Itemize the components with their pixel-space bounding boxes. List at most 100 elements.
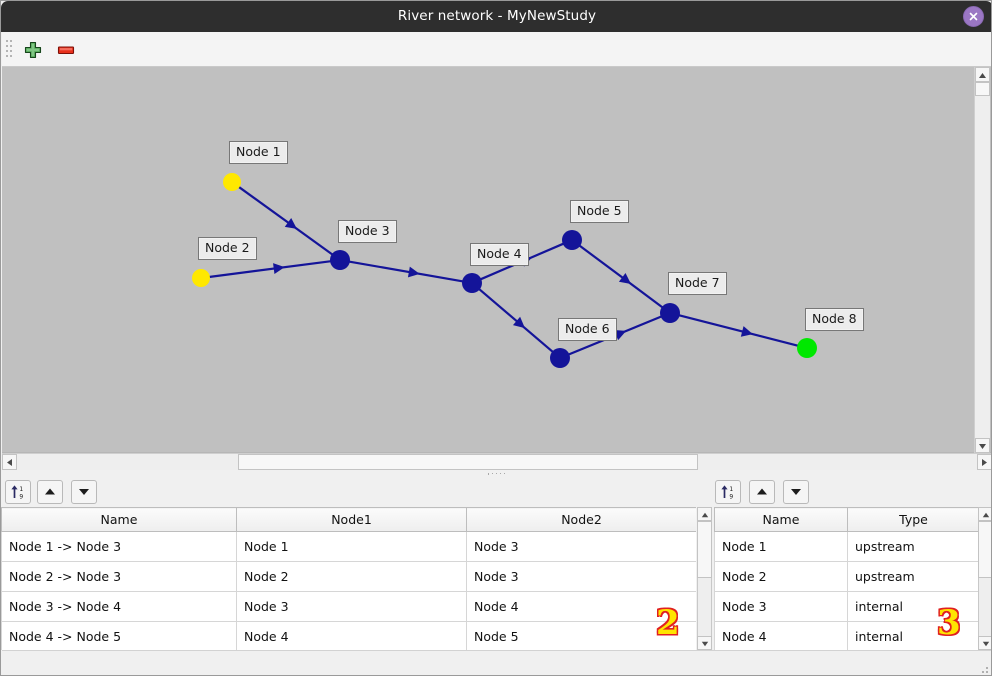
main-toolbar (2, 32, 991, 67)
cell-name[interactable]: Node 4 (714, 621, 848, 650)
scroll-left-arrow[interactable] (2, 454, 17, 470)
nodes-scroll-down-arrow[interactable] (978, 636, 991, 650)
graph-node-node5[interactable] (562, 230, 582, 250)
close-icon[interactable] (963, 6, 984, 27)
graph-node-node8[interactable] (797, 338, 817, 358)
column-header-node1[interactable]: Node1 (236, 507, 467, 532)
cell-node1[interactable]: Node 4 (236, 621, 467, 650)
nodes-move-down-button[interactable] (783, 480, 809, 504)
edge-Node2-to-Node3[interactable] (208, 260, 332, 279)
network-canvas[interactable]: Node 1 Node 2 Node 3 Node 4 Node 5 Node 6 Node… (2, 67, 991, 453)
node-label-node1[interactable]: Node 1 (229, 141, 288, 164)
reaches-scroll-up-arrow[interactable] (697, 507, 712, 521)
nodes-move-up-button[interactable] (749, 480, 775, 504)
column-header-node2[interactable]: Node2 (466, 507, 696, 532)
canvas-vertical-scrollbar[interactable] (974, 67, 990, 453)
graph-node-node2[interactable] (192, 269, 210, 287)
edge-Node5-to-Node7[interactable] (578, 244, 664, 309)
panel-splitter[interactable] (2, 470, 991, 478)
toolbar-drag-handle[interactable] (6, 40, 12, 59)
scroll-up-arrow[interactable] (975, 67, 990, 82)
cell-name[interactable]: Node 3 -> Node 4 (1, 591, 237, 622)
canvas-vscroll-thumb[interactable] (975, 82, 990, 96)
node-label-node3[interactable]: Node 3 (338, 220, 397, 243)
cell-node1[interactable]: Node 2 (236, 561, 467, 592)
node-label-node6[interactable]: Node 6 (558, 318, 617, 341)
reaches-move-up-button[interactable] (37, 480, 63, 504)
cell-node1[interactable]: Node 3 (236, 591, 467, 622)
reaches-toolbar: 1 9 (1, 478, 712, 507)
column-header-name[interactable]: Name (714, 507, 848, 532)
network-graph (192, 173, 817, 368)
edge-Node1-to-Node3[interactable] (237, 185, 334, 256)
edge-arrowhead (284, 217, 297, 229)
cell-node2[interactable]: Node 3 (466, 561, 696, 592)
reaches-sort-button[interactable]: 1 9 (5, 480, 31, 504)
cell-type[interactable]: upstream (847, 531, 979, 562)
title-bar: River network - MyNewStudy (1, 1, 991, 32)
nodes-vscroll-thumb[interactable] (978, 521, 991, 578)
graph-node-node6[interactable] (550, 348, 570, 368)
canvas-horizontal-scrollbar[interactable] (2, 453, 991, 470)
cell-node2[interactable]: Node 5 (466, 621, 696, 650)
graph-node-node1[interactable] (223, 173, 241, 191)
edge-arrowhead (407, 266, 420, 278)
cell-type[interactable]: upstream (847, 561, 979, 592)
cell-name[interactable]: Node 2 (714, 561, 848, 592)
scroll-down-arrow[interactable] (975, 438, 990, 453)
edge-Node4-to-Node6[interactable] (478, 288, 554, 353)
edge-Node3-to-Node4[interactable] (348, 260, 464, 283)
node-label-node7[interactable]: Node 7 (668, 272, 727, 295)
reaches-scroll-down-arrow[interactable] (697, 636, 712, 650)
graph-node-node4[interactable] (462, 273, 482, 293)
graph-node-node7[interactable] (660, 303, 680, 323)
node-label-node8[interactable]: Node 8 (805, 308, 864, 331)
nodes-scroll-up-arrow[interactable] (978, 507, 991, 521)
edge-arrowhead (273, 263, 285, 275)
node-label-node4[interactable]: Node 4 (470, 243, 529, 266)
canvas-hscroll-thumb[interactable] (238, 454, 698, 470)
green-plus-icon[interactable] (22, 39, 44, 61)
graph-node-node3[interactable] (330, 250, 350, 270)
nodes-sort-button[interactable]: 1 9 (715, 480, 741, 504)
reaches-move-down-button[interactable] (71, 480, 97, 504)
edge-Node7-to-Node8[interactable] (678, 314, 799, 347)
column-header-type[interactable]: Type (847, 507, 979, 532)
reaches-vertical-scrollbar[interactable] (697, 507, 712, 650)
cell-node2[interactable]: Node 3 (466, 531, 696, 562)
cell-name[interactable]: Node 1 -> Node 3 (1, 531, 237, 562)
status-bar (2, 650, 991, 675)
reaches-vscroll-thumb[interactable] (697, 521, 712, 578)
edge-arrowhead (618, 272, 632, 284)
cell-node2[interactable]: Node 4 (466, 591, 696, 622)
cell-name[interactable]: Node 2 -> Node 3 (1, 561, 237, 592)
nodes-vertical-scrollbar[interactable] (978, 507, 991, 650)
cell-name[interactable]: Node 1 (714, 531, 848, 562)
cell-name[interactable]: Node 4 -> Node 5 (1, 621, 237, 650)
node-label-node5[interactable]: Node 5 (570, 200, 629, 223)
column-header-name[interactable]: Name (1, 507, 237, 532)
node-label-node2[interactable]: Node 2 (198, 237, 257, 260)
window-title: River network - MyNewStudy (397, 8, 597, 24)
window-resize-grip[interactable] (978, 663, 988, 673)
red-minus-icon[interactable] (55, 39, 77, 61)
scroll-right-arrow[interactable] (977, 454, 991, 470)
cell-node1[interactable]: Node 1 (236, 531, 467, 562)
cell-name[interactable]: Node 3 (714, 591, 848, 622)
cell-type[interactable]: internal (847, 591, 979, 622)
cell-type[interactable]: internal (847, 621, 979, 650)
